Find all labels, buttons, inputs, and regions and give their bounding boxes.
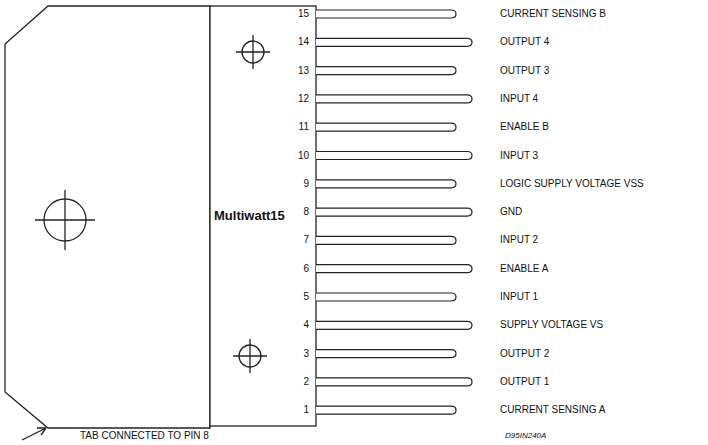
pin-number: 12 [298, 94, 309, 104]
pin-name: GND [500, 207, 522, 217]
pin-number: 5 [303, 292, 309, 302]
pin-number: 7 [303, 235, 309, 245]
drawing-code: D95IN240A [505, 432, 546, 440]
arrow-head [37, 428, 46, 435]
package-name: Multiwatt15 [213, 208, 286, 223]
pin-name: ENABLE B [500, 122, 549, 132]
pin-name: CURRENT SENSING A [500, 405, 605, 415]
pin-number: 8 [303, 207, 309, 217]
pin-name: OUTPUT 3 [500, 66, 549, 76]
pin-number: 3 [303, 349, 309, 359]
pin-number: 10 [298, 151, 309, 161]
pin-name: LOGIC SUPPLY VOLTAGE VSS [500, 179, 644, 189]
pin-name: OUTPUT 4 [500, 37, 549, 47]
pin-name: OUTPUT 2 [500, 349, 549, 359]
crosshair-mark [236, 35, 270, 69]
pin-name: SUPPLY VOLTAGE VS [500, 320, 603, 330]
tab-outline [5, 6, 210, 428]
pin-name: OUTPUT 1 [500, 377, 549, 387]
pin-lead [316, 10, 456, 18]
pin-name: INPUT 3 [500, 151, 538, 161]
pin-lead [316, 123, 456, 131]
pin-lead [316, 293, 456, 301]
pin-number: 11 [299, 122, 309, 132]
pin-lead [316, 38, 472, 46]
pin-lead [316, 350, 456, 358]
pin-name: INPUT 4 [500, 94, 538, 104]
pin-lead [316, 321, 472, 329]
pin-number: 4 [303, 320, 309, 330]
note-text: TAB CONNECTED TO PIN 8 [80, 431, 209, 441]
pin-lead [316, 236, 456, 244]
pin-lead [316, 265, 472, 273]
crosshair-mark [233, 339, 267, 373]
pin-number: 9 [303, 179, 309, 189]
pin-lead [316, 152, 472, 160]
pin-number: 1 [303, 405, 309, 415]
pin-lead [316, 378, 472, 386]
pin-name: CURRENT SENSING B [500, 9, 606, 19]
pin-number: 2 [303, 377, 309, 387]
pin-lead [316, 180, 456, 188]
mounting-hole [35, 190, 95, 250]
pin-number: 15 [298, 9, 309, 19]
pin-name: INPUT 1 [500, 292, 538, 302]
pin-lead [316, 67, 456, 75]
leader-line [22, 428, 46, 440]
pin-number: 6 [303, 264, 309, 274]
pin-lead [316, 208, 472, 216]
pin-lead [316, 95, 472, 103]
pin-name: INPUT 2 [500, 235, 538, 245]
pin-number: 14 [298, 37, 309, 47]
pin-name: ENABLE A [500, 264, 548, 274]
pin-number: 13 [298, 66, 309, 76]
pin-lead [316, 406, 456, 414]
pin-leads [316, 10, 472, 414]
body-outline [210, 6, 316, 426]
